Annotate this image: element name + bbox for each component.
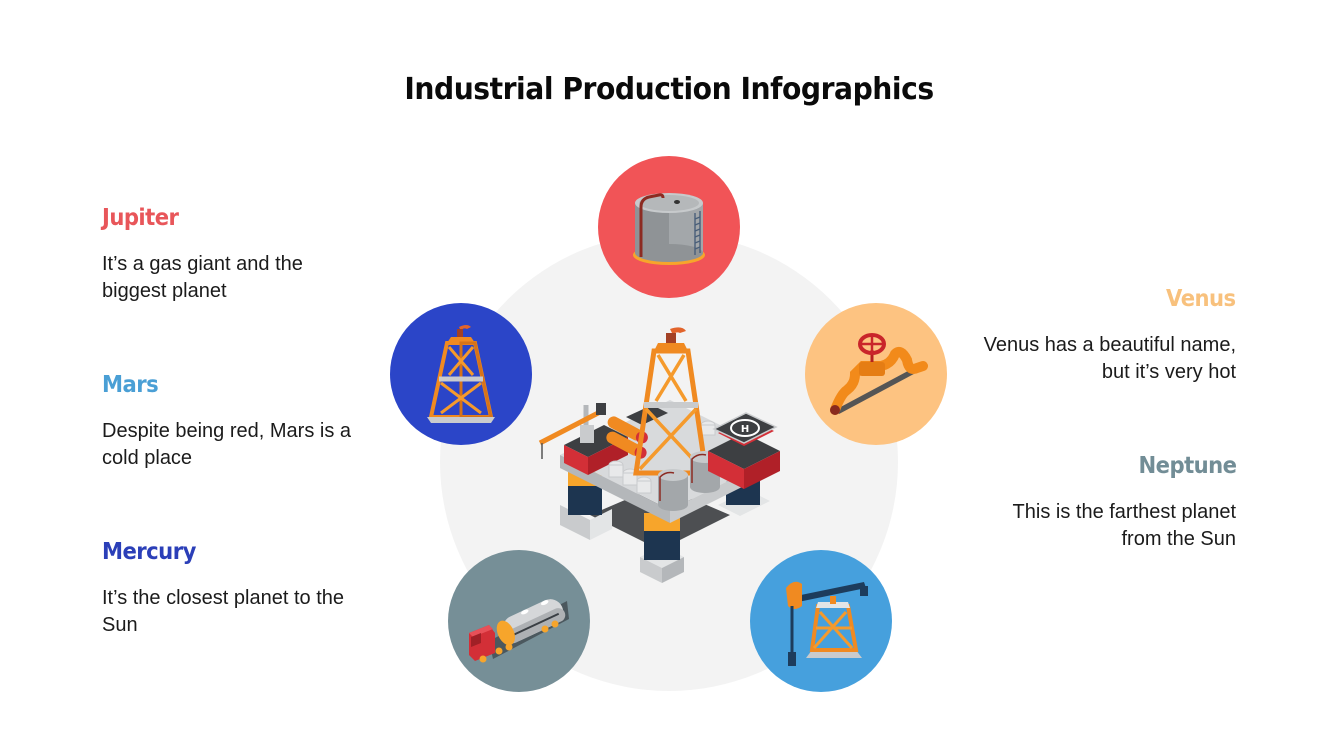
oil-derrick-icon <box>427 325 495 423</box>
node-tanker-truck <box>448 550 590 692</box>
text-block-mars: Mars Despite being red, Mars is a cold p… <box>102 370 362 472</box>
text-block-venus: Venus Venus has a beautiful name, but it… <box>976 284 1237 386</box>
node-oil-derrick <box>390 303 532 445</box>
description-mercury: It’s the closest planet to the Sun <box>102 587 345 636</box>
tanker-truck-icon <box>469 599 569 663</box>
node-pumpjack <box>750 550 892 692</box>
heading-venus: Venus <box>1166 286 1236 312</box>
offshore-oil-platform: H <box>530 325 792 587</box>
description-jupiter: It’s a gas giant and the biggest planet <box>102 253 303 302</box>
text-block-neptune: Neptune This is the farthest planet from… <box>976 451 1237 553</box>
node-storage-tank <box>598 156 740 298</box>
node-pipeline-valve <box>805 303 947 445</box>
heading-jupiter: Jupiter <box>102 205 179 231</box>
pumpjack-icon <box>786 581 868 666</box>
description-neptune: This is the farthest planet from the Sun <box>1012 501 1236 550</box>
heading-mercury: Mercury <box>102 539 196 565</box>
text-block-mercury: Mercury It’s the closest planet to the S… <box>102 537 362 639</box>
page-title: Industrial Production Infographics <box>404 72 934 107</box>
storage-tank-icon <box>633 193 705 265</box>
text-block-jupiter: Jupiter It’s a gas giant and the biggest… <box>102 203 362 305</box>
heading-neptune: Neptune <box>1138 453 1237 479</box>
svg-text:H: H <box>741 424 749 435</box>
description-venus: Venus has a beautiful name, but it’s ver… <box>983 334 1236 383</box>
pipeline-valve-icon <box>830 333 928 415</box>
heading-mars: Mars <box>102 372 159 398</box>
offshore-oil-platform-icon: H <box>538 327 780 583</box>
description-mars: Despite being red, Mars is a cold place <box>102 420 352 469</box>
